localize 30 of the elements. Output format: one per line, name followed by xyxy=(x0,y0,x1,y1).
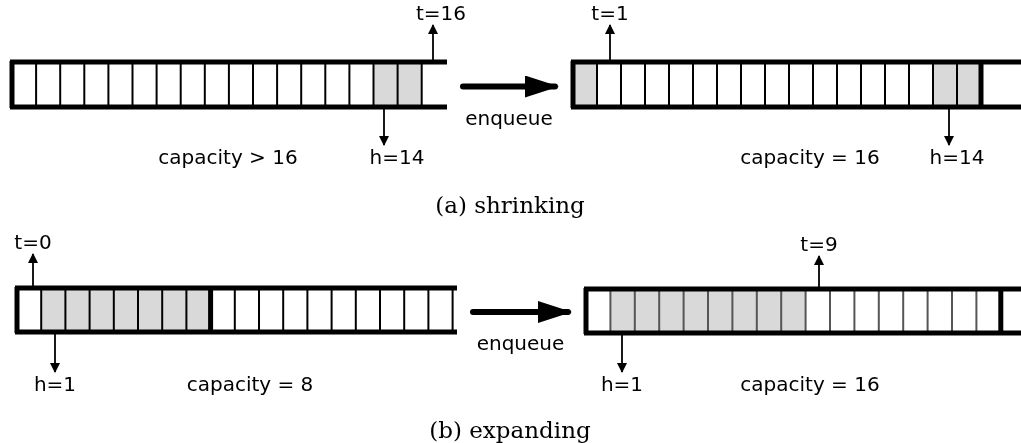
arrow xyxy=(470,301,572,323)
pointer-label: t=0 xyxy=(14,231,52,253)
edge-label: enqueue xyxy=(476,332,565,354)
pointer-arrow xyxy=(428,24,438,61)
pointer-arrow xyxy=(28,253,38,287)
capacity-label: capacity > 16 xyxy=(158,146,298,168)
pointer-arrow xyxy=(605,24,615,61)
pointer-label: h=14 xyxy=(369,146,425,168)
pointer-label: t=16 xyxy=(415,2,467,24)
capacity-label: capacity = 8 xyxy=(186,373,314,395)
pointer-arrow xyxy=(814,255,824,288)
array-drawing xyxy=(570,59,1021,110)
array-drawing xyxy=(583,286,1021,336)
pointer-label: t=1 xyxy=(591,2,629,24)
pointer-arrow xyxy=(944,108,954,146)
pointer-label: h=1 xyxy=(600,373,644,395)
pointer-label: h=1 xyxy=(33,373,77,395)
array-drawing xyxy=(14,285,457,335)
pointer-label: t=9 xyxy=(800,233,838,255)
capacity-label: capacity = 16 xyxy=(740,146,880,168)
subfigure-caption: (b) expanding xyxy=(429,417,591,443)
arrow xyxy=(460,75,559,98)
edge-label: enqueue xyxy=(465,106,553,129)
pointer-arrow xyxy=(50,333,60,373)
array-drawing xyxy=(9,59,447,110)
pointer-label: h=14 xyxy=(929,146,985,168)
pointer-arrow xyxy=(617,334,627,373)
subfigure-caption: (a) shrinking xyxy=(435,192,585,218)
capacity-label: capacity = 16 xyxy=(740,373,880,395)
pointer-arrow xyxy=(379,108,389,146)
